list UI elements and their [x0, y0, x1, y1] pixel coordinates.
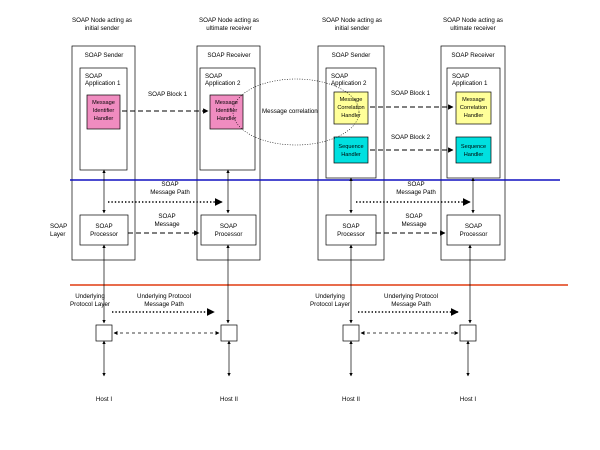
node-2-handler-line3: Handler — [217, 116, 237, 122]
soap-block1-right-label: SOAP Block 1 — [391, 90, 431, 97]
protocol-path-right-line1: Underlying Protocol — [384, 293, 438, 300]
node-3-handler-line1: Message — [340, 97, 363, 103]
node-4-handler-line3: Handler — [464, 113, 484, 119]
node-1-processor-line2: Processor — [90, 231, 118, 238]
node-2-processor-line2: Processor — [215, 231, 243, 238]
node-1-role-line1: SOAP Node acting as — [72, 17, 132, 24]
node-4-sequence-handler — [455, 136, 492, 164]
node-4-protocol-box — [459, 324, 477, 342]
node-2-protocol-box — [220, 324, 238, 342]
node-1-app-line1: SOAP — [85, 73, 102, 80]
node-4-role-line2: ultimate receiver — [450, 25, 495, 32]
node-4-handler-line2: Correlation — [460, 105, 487, 111]
node-2-identifier-handler — [209, 94, 244, 130]
message-right-line2: Message — [401, 221, 427, 228]
node-3-host: Host II — [342, 396, 360, 403]
node-1-processor-line1: SOAP — [95, 223, 112, 230]
protocol-path-right-line2: Message Path — [391, 301, 431, 308]
node-1-handler-line2: Identifier — [93, 108, 115, 114]
soap-block2-right-label: SOAP Block 2 — [391, 134, 431, 141]
node-2-app-line1: SOAP — [205, 73, 222, 80]
message-left-line1: SOAP — [158, 213, 175, 220]
message-correlation-ellipse — [232, 78, 360, 146]
node-2-role-line2: ultimate receiver — [206, 25, 251, 32]
node-3-role-line1: SOAP Node acting as — [322, 17, 382, 24]
node-1-handler-line1: Message — [92, 100, 115, 106]
node-4-handler-line1: Message — [462, 97, 485, 103]
node-4-role-line1: SOAP Node acting as — [443, 17, 503, 24]
message-correlation-label: Message correlation — [262, 108, 318, 115]
node-4-correlation-handler — [455, 91, 492, 125]
node-4-title: SOAP Receiver — [451, 52, 494, 59]
node-2: SOAP Node acting as ultimate receiver SO… — [196, 17, 261, 403]
node-2-title: SOAP Receiver — [207, 52, 250, 59]
node-4-seq-line2: Handler — [464, 152, 484, 158]
node-1: SOAP Node acting as initial sender SOAP … — [71, 17, 136, 403]
soap-block-arrows — [122, 104, 454, 153]
protocol-layer-right-line2: Protocol Layer — [310, 301, 350, 308]
node-1-role-line2: initial sender — [85, 25, 120, 32]
node-3-processor-line1: SOAP — [342, 223, 359, 230]
node-1-identifier-handler — [86, 94, 121, 130]
node-1-processor — [79, 214, 129, 246]
node-2-processor — [200, 214, 257, 246]
node-4-app-line2: Application 1 — [452, 80, 488, 87]
soap-layer-label-line2: Layer — [50, 231, 65, 238]
message-path-right-line2: Message Path — [396, 189, 436, 196]
node-3-sequence-handler — [333, 136, 369, 164]
node-3-correlation-handler — [333, 91, 369, 125]
node-3: SOAP Node acting as initial sender SOAP … — [317, 17, 385, 403]
node-3-protocol-box — [342, 324, 360, 342]
protocol-path-left-line2: Message Path — [144, 301, 184, 308]
node-2-app-line2: Application 2 — [205, 80, 241, 87]
message-left-line2: Message — [154, 221, 180, 228]
node-3-title: SOAP Sender — [332, 52, 371, 59]
node-3-processor — [325, 214, 377, 246]
node-1-app-line2: Application 1 — [85, 80, 121, 87]
node-1-host: Host I — [96, 396, 112, 403]
node-1-handler-line3: Handler — [94, 116, 114, 122]
protocol-layer-left-line2: Protocol Layer — [70, 301, 110, 308]
node-4-host: Host I — [460, 396, 476, 403]
protocol-layer-right-line1: Underlying — [315, 293, 345, 300]
node-4-processor-line1: SOAP — [465, 223, 482, 230]
message-path-left-line2: Message Path — [150, 189, 190, 196]
node-4: SOAP Node acting as ultimate receiver SO… — [440, 17, 506, 403]
node-2-handler-line1: Message — [215, 100, 238, 106]
node-3-handler-line2: Correlation — [337, 105, 364, 111]
node-2-processor-line1: SOAP — [220, 223, 237, 230]
node-2-role-line1: SOAP Node acting as — [199, 17, 259, 24]
node-3-handler-line3: Handler — [341, 113, 361, 119]
node-1-title: SOAP Sender — [85, 52, 124, 59]
node-2-handler-line2: Identifier — [216, 108, 238, 114]
protocol-layer-left-line1: Underlying — [75, 293, 105, 300]
node-3-app-line2: Application 2 — [331, 80, 367, 87]
node-3-processor-line2: Processor — [337, 231, 365, 238]
node-3-seq-line2: Handler — [341, 152, 361, 158]
node-4-processor-line2: Processor — [460, 231, 488, 238]
soap-block1-left-label: SOAP Block 1 — [148, 91, 188, 98]
node-3-app-line1: SOAP — [331, 73, 348, 80]
message-path-left-line1: SOAP — [161, 181, 178, 188]
soap-layer-label-line1: SOAP — [50, 223, 67, 230]
node-1-protocol-box — [95, 324, 113, 342]
node-4-seq-line1: Sequence — [461, 144, 486, 150]
node-3-role-line2: initial sender — [335, 25, 370, 32]
vertical-arrows — [102, 169, 475, 377]
node-4-app-line1: SOAP — [452, 73, 469, 80]
node-2-host: Host II — [220, 396, 238, 403]
message-path-right-line1: SOAP — [407, 181, 424, 188]
node-3-seq-line1: Sequence — [338, 144, 363, 150]
message-right-line1: SOAP — [405, 213, 422, 220]
protocol-path-left-line1: Underlying Protocol — [137, 293, 191, 300]
node-4-processor — [446, 214, 501, 246]
